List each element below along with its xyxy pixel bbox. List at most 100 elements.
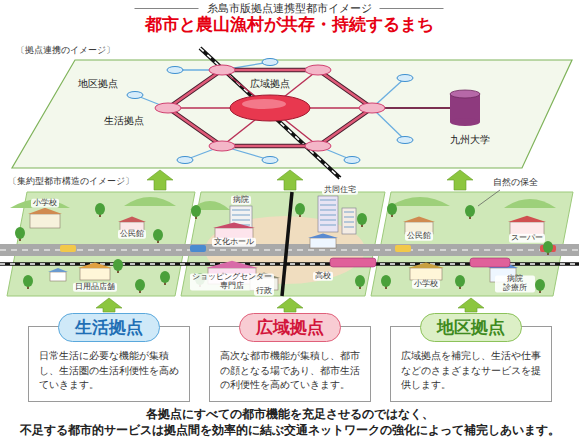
up-arrow bbox=[277, 298, 303, 312]
tree bbox=[15, 227, 25, 239]
tree bbox=[355, 275, 365, 287]
road bbox=[0, 244, 579, 256]
tree bbox=[387, 203, 397, 215]
title-rule bbox=[380, 8, 444, 9]
facility-label: 行政 bbox=[254, 287, 274, 296]
car bbox=[395, 245, 411, 252]
window-row bbox=[320, 214, 336, 215]
district-dot bbox=[177, 157, 193, 164]
roof bbox=[118, 217, 146, 222]
tree bbox=[191, 205, 201, 217]
roof bbox=[308, 234, 338, 239]
district-dot bbox=[397, 137, 413, 144]
hub-label: 広域拠点 bbox=[248, 78, 292, 90]
window-row bbox=[320, 199, 336, 200]
facility-label: 公民館 bbox=[405, 232, 433, 241]
subtitle: 糸島市版拠点連携型都市イメージ bbox=[205, 2, 374, 14]
window-row bbox=[232, 219, 250, 220]
facility-label: スーパー bbox=[509, 234, 545, 243]
car bbox=[60, 245, 76, 252]
hub-label: 地区拠点 bbox=[76, 78, 120, 90]
window-row bbox=[320, 219, 336, 220]
window-row bbox=[320, 224, 336, 225]
section-label: 〔拠点連携のイメージ〕 bbox=[14, 45, 117, 55]
facility-label: 病院 bbox=[231, 196, 251, 205]
building bbox=[410, 268, 442, 280]
university-label: 九州大学 bbox=[448, 134, 492, 146]
district-dot bbox=[127, 92, 143, 99]
window-row bbox=[344, 221, 354, 222]
cylinder-top bbox=[450, 90, 480, 98]
train bbox=[470, 258, 510, 267]
roof bbox=[28, 208, 62, 214]
life-dot bbox=[305, 141, 331, 151]
train bbox=[330, 258, 376, 267]
caption: 各拠点にすべての都市機能を充足させるのではなく、 不足する都市的サービスは拠点間… bbox=[4, 406, 575, 438]
title: 都市と農山漁村が共存・持続するまち bbox=[145, 15, 434, 35]
leader-line bbox=[478, 190, 500, 206]
hub-heading: 地区拠点 bbox=[420, 313, 522, 342]
building bbox=[310, 238, 336, 248]
window-row bbox=[344, 216, 354, 217]
life-dot bbox=[359, 103, 385, 113]
district-dot bbox=[397, 75, 413, 82]
tree bbox=[95, 203, 105, 215]
up-arrow bbox=[277, 170, 303, 190]
rail-dash bbox=[200, 48, 340, 178]
tree bbox=[135, 279, 145, 291]
facility-label: 公民館 bbox=[118, 230, 146, 239]
up-arrow bbox=[458, 298, 484, 312]
roof bbox=[403, 217, 435, 222]
hub-box: 地区拠点広域拠点を補完し、生活や仕事などのさまざまなサービスを提供します。 bbox=[390, 326, 552, 402]
hub-box: 生活拠点日常生活に必要な機能が集積し、生活圏の生活利便性を高めていきます。 bbox=[28, 326, 190, 402]
hexagon-outline bbox=[168, 70, 372, 146]
roof bbox=[206, 261, 258, 268]
tree bbox=[543, 241, 553, 253]
facility-label: 小学校 bbox=[412, 280, 440, 289]
note-label: 自然の保全 bbox=[491, 178, 540, 188]
tree bbox=[381, 275, 391, 287]
tree bbox=[455, 275, 465, 287]
up-arrow bbox=[147, 170, 173, 190]
roof bbox=[78, 263, 112, 268]
hub-label: 生活拠点 bbox=[102, 115, 146, 127]
tree bbox=[357, 213, 367, 225]
hub-box: 広域拠点高次な都市機能が集積し、都市の顔となる場であり、都市生活の利便性を高めて… bbox=[209, 326, 371, 402]
network-plane bbox=[12, 48, 572, 178]
window-row bbox=[344, 226, 354, 227]
cylinder-base bbox=[450, 118, 480, 126]
hill bbox=[504, 199, 556, 208]
up-arrow bbox=[447, 170, 473, 190]
tall-building bbox=[342, 208, 356, 234]
facility-label: 小学校 bbox=[31, 199, 59, 208]
hub-heading: 広域拠点 bbox=[239, 313, 341, 342]
hub-shine bbox=[242, 99, 286, 109]
window-row bbox=[232, 209, 250, 210]
life-dot bbox=[305, 65, 331, 75]
window-row bbox=[344, 211, 354, 212]
hub-ellipse bbox=[230, 95, 310, 121]
rail-line bbox=[200, 48, 340, 178]
life-dot bbox=[209, 65, 235, 75]
facility-label: 高校 bbox=[313, 272, 333, 281]
tree bbox=[535, 279, 545, 291]
hill bbox=[10, 199, 70, 208]
hub-heading: 生活拠点 bbox=[58, 313, 160, 342]
district-dot bbox=[167, 67, 183, 74]
hill bbox=[124, 197, 176, 206]
window-row bbox=[320, 209, 336, 210]
car bbox=[190, 245, 206, 252]
window-row bbox=[232, 214, 250, 215]
building bbox=[50, 272, 66, 281]
tree bbox=[153, 229, 163, 241]
road-mark bbox=[0, 250, 579, 251]
life-dot bbox=[209, 141, 235, 151]
facility-label: 共同住宅 bbox=[322, 186, 358, 195]
building bbox=[30, 214, 60, 228]
roof bbox=[213, 223, 255, 228]
hub-description: 日常生活に必要な機能が集積し、生活圏の生活利便性を高めていきます。 bbox=[29, 327, 189, 401]
tall-building bbox=[318, 196, 338, 232]
hill bbox=[390, 197, 450, 206]
roof bbox=[48, 268, 68, 272]
life-dot bbox=[155, 103, 181, 113]
